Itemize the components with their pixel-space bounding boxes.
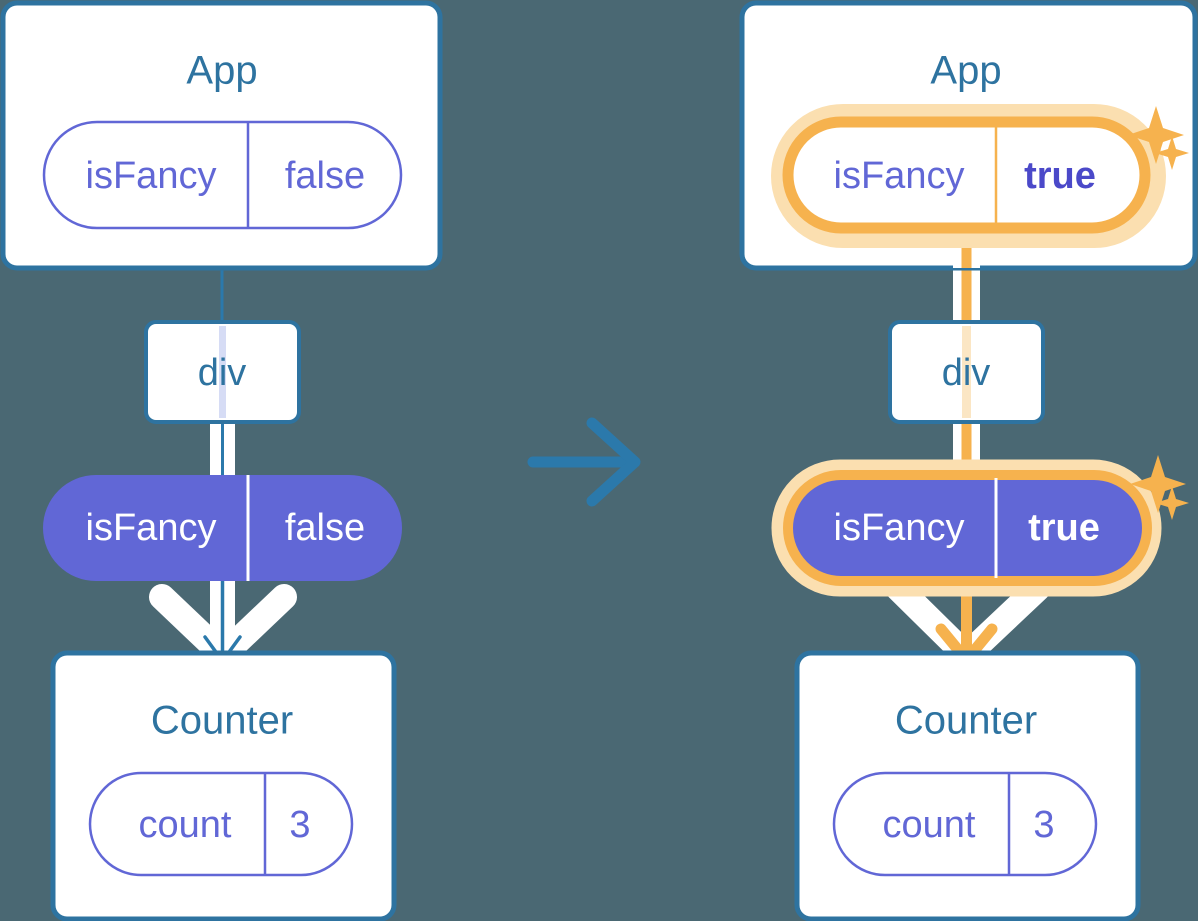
counter-pill-value-before: 3 (289, 804, 310, 846)
prop-pill-glow-after (771, 459, 1162, 597)
prop-pill-value-after: true (1028, 507, 1100, 549)
prop-pill-value-before: false (285, 507, 365, 549)
div-box-label-before: div (198, 352, 247, 394)
counter-pill-key-before: count (139, 804, 232, 846)
app-pill-value-after: true (1024, 155, 1096, 197)
app-box-title-before: App (186, 49, 257, 93)
counter-box-title-after: Counter (895, 699, 1037, 743)
app-pill-key-after: isFancy (834, 155, 965, 197)
sparkle-icon-app-after (1128, 106, 1189, 170)
counter-pill-key-after: count (883, 804, 976, 846)
prop-pill-before (43, 475, 402, 581)
app-pill-key-before: isFancy (86, 155, 217, 197)
counter-pill-after (832, 771, 1098, 877)
app-pill-before (42, 120, 403, 230)
counter-pill-before (88, 771, 354, 877)
sparkle-icon-prop-after (1130, 455, 1189, 520)
counter-pill-value-after: 3 (1033, 804, 1054, 846)
prop-pill-key-before: isFancy (86, 507, 217, 549)
counter-box-title-before: Counter (151, 699, 293, 743)
app-pill-glow-after (771, 104, 1166, 248)
app-box-title-after: App (930, 49, 1001, 93)
arrow-right-icon (527, 417, 641, 507)
div-box-label-after: div (942, 352, 991, 394)
prop-pill-highlight-ring-after (783, 470, 1152, 586)
app-pill-value-before: false (285, 155, 365, 197)
app-pill-highlight-ring-after (782, 116, 1151, 234)
prop-pill-key-after: isFancy (834, 507, 965, 549)
